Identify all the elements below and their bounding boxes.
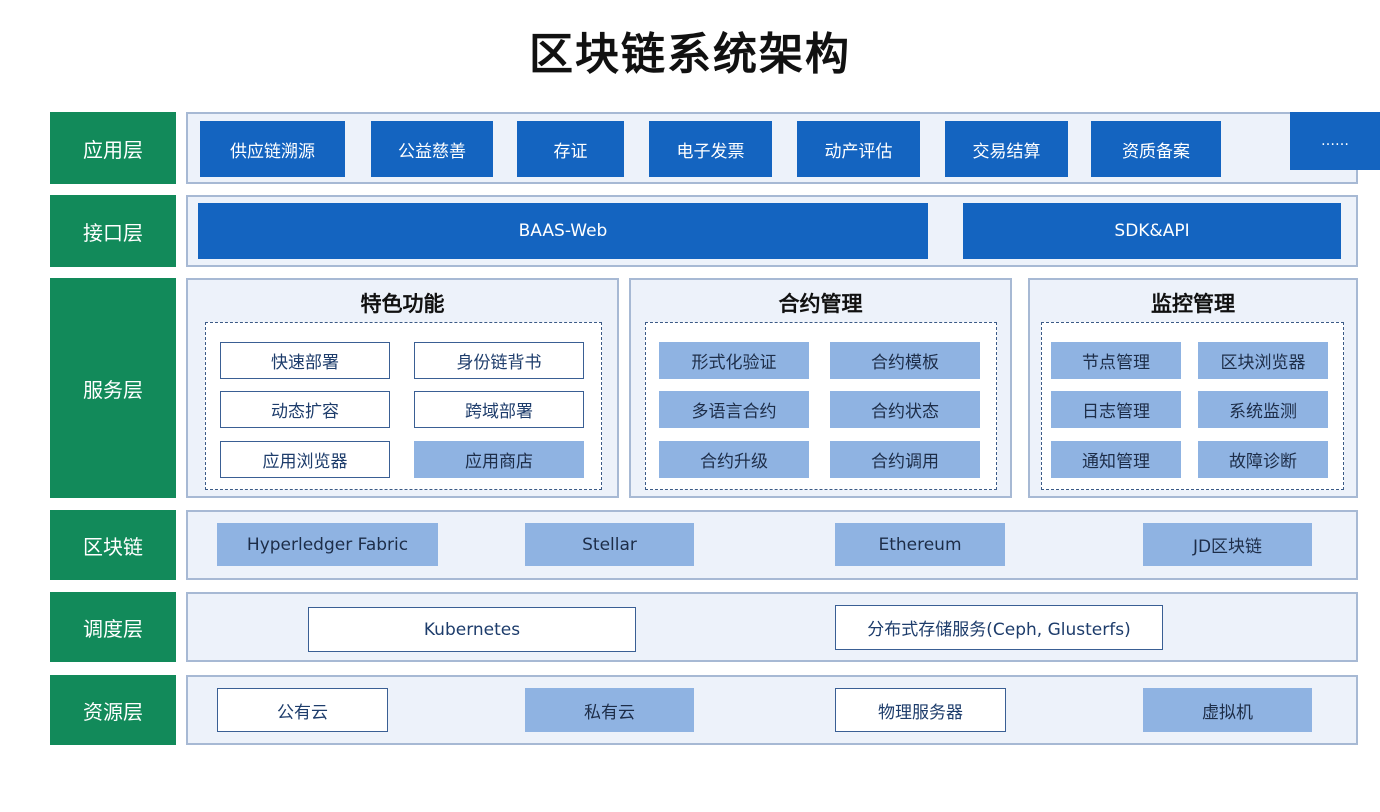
monitor-item-node: 节点管理 [1051,342,1181,379]
blockchain-item-hyperledger: Hyperledger Fabric [217,523,438,566]
panel-title-features: 特色功能 [360,292,445,316]
resource-item-public-cloud: 公有云 [217,688,388,732]
contract-item-status: 合约状态 [830,391,980,428]
monitor-item-notify: 通知管理 [1051,441,1181,478]
layer-label-service: 服务层 [50,278,176,498]
panel-title-monitoring: 监控管理 [1151,292,1235,316]
feature-item-identity: 身份链背书 [414,342,584,379]
panel-title-contracts: 合约管理 [778,292,863,316]
layer-label-scheduling: 调度层 [50,592,176,662]
feature-item-app-store: 应用商店 [414,441,584,478]
contract-item-multi-lang: 多语言合约 [659,391,809,428]
monitor-item-block-browser: 区块浏览器 [1198,342,1328,379]
app-item-charity: 公益慈善 [371,121,493,177]
layer-label-resource: 资源层 [50,675,176,745]
app-item-settlement: 交易结算 [945,121,1068,177]
interface-item-baas-web: BAAS-Web [198,203,928,259]
feature-item-fast-deploy: 快速部署 [220,342,390,379]
scheduling-item-storage: 分布式存储服务(Ceph, Glusterfs) [835,605,1163,650]
app-item-e-invoice: 电子发票 [649,121,772,177]
app-item-qualification: 资质备案 [1091,121,1221,177]
app-item-asset-valuation: 动产评估 [797,121,920,177]
app-item-more: …… [1290,112,1380,170]
diagram-title: 区块链系统架构 [529,29,851,80]
layer-label-blockchain: 区块链 [50,510,176,580]
contract-item-template: 合约模板 [830,342,980,379]
monitor-item-log: 日志管理 [1051,391,1181,428]
resource-item-physical-server: 物理服务器 [835,688,1006,732]
blockchain-item-ethereum: Ethereum [835,523,1005,566]
feature-item-scaling: 动态扩容 [220,391,390,428]
resource-item-private-cloud: 私有云 [525,688,694,732]
feature-item-app-browser: 应用浏览器 [220,441,390,478]
blockchain-item-stellar: Stellar [525,523,694,566]
resource-item-vm: 虚拟机 [1143,688,1312,732]
app-item-supply-chain: 供应链溯源 [200,121,345,177]
layer-label-interface: 接口层 [50,195,176,267]
contract-item-formal-verify: 形式化验证 [659,342,809,379]
monitor-item-fault: 故障诊断 [1198,441,1328,478]
interface-item-sdk-api: SDK&API [963,203,1341,259]
layer-label-app: 应用层 [50,112,176,184]
contract-item-upgrade: 合约升级 [659,441,809,478]
scheduling-item-kubernetes: Kubernetes [308,607,636,652]
feature-item-cross-domain: 跨域部署 [414,391,584,428]
contract-item-invoke: 合约调用 [830,441,980,478]
blockchain-item-jd: JD区块链 [1143,523,1312,566]
app-item-notarization: 存证 [517,121,624,177]
monitor-item-system: 系统监测 [1198,391,1328,428]
blockchain-layer-band [186,510,1358,580]
